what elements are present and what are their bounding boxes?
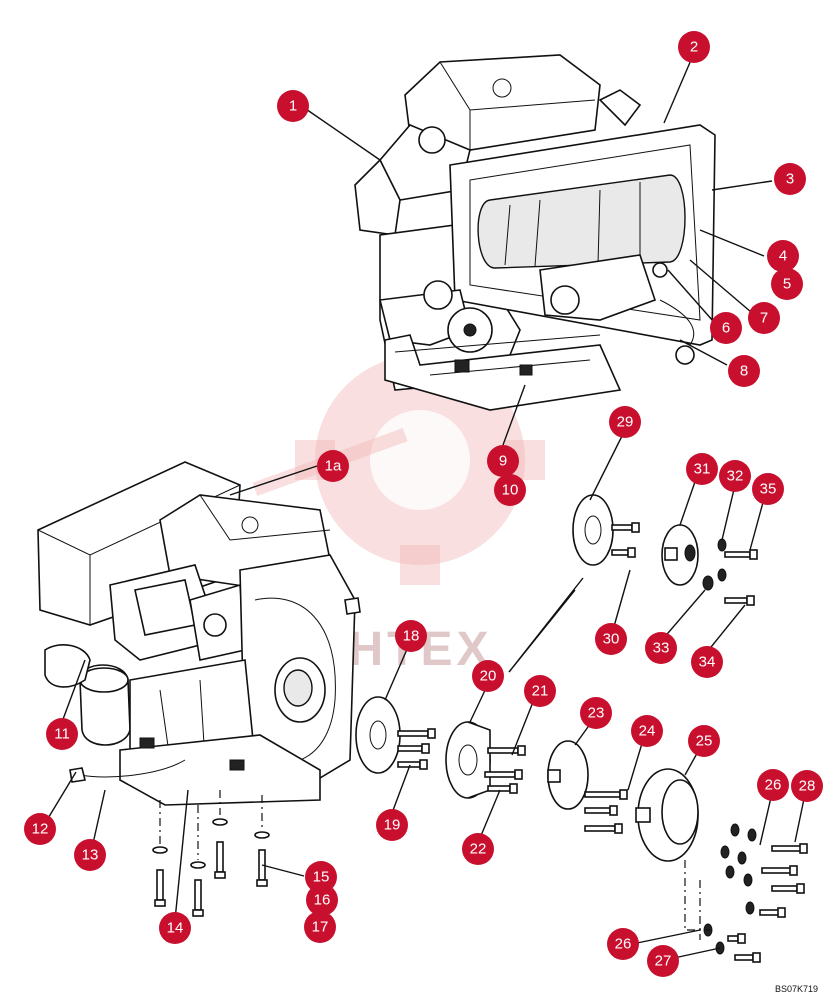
callout-33: 33 xyxy=(645,632,677,664)
callout-26-bottom: 26 xyxy=(607,928,639,960)
callout-12: 12 xyxy=(24,813,56,845)
callout-19: 19 xyxy=(376,809,408,841)
svg-text:13: 13 xyxy=(82,847,99,864)
callout-2: 2 xyxy=(678,31,710,63)
leader-lines xyxy=(46,52,806,959)
svg-text:2: 2 xyxy=(690,39,698,56)
svg-text:32: 32 xyxy=(727,468,744,485)
callout-14: 14 xyxy=(159,912,191,944)
svg-text:8: 8 xyxy=(740,363,748,380)
callout-3: 3 xyxy=(774,163,806,195)
callout-28: 28 xyxy=(791,770,823,802)
callout-22: 22 xyxy=(462,833,494,865)
lower-mounting-bolts xyxy=(152,790,270,917)
callout-1: 1 xyxy=(277,90,309,122)
svg-text:14: 14 xyxy=(167,920,184,937)
callout-34: 34 xyxy=(691,646,723,678)
svg-text:11: 11 xyxy=(54,726,70,743)
callout-18: 18 xyxy=(395,620,427,652)
svg-text:21: 21 xyxy=(532,683,549,700)
callout-30: 30 xyxy=(595,623,627,655)
callout-13: 13 xyxy=(74,839,106,871)
callout-31: 31 xyxy=(686,453,718,485)
svg-text:28: 28 xyxy=(799,778,816,795)
svg-text:24: 24 xyxy=(639,723,656,740)
callout-32: 32 xyxy=(719,460,751,492)
callout-6: 6 xyxy=(710,312,742,344)
svg-text:6: 6 xyxy=(722,320,730,337)
callout-21: 21 xyxy=(524,675,556,707)
svg-text:4: 4 xyxy=(779,248,787,265)
drawing-id-label: BS07K719 xyxy=(774,984,818,994)
svg-text:34: 34 xyxy=(699,654,716,671)
callout-26-right: 26 xyxy=(757,769,789,801)
svg-text:1: 1 xyxy=(289,98,297,115)
callout-16: 16 xyxy=(306,884,338,916)
callout-4: 4 xyxy=(767,240,799,272)
callout-9: 9 xyxy=(487,445,519,477)
svg-text:27: 27 xyxy=(655,953,672,970)
callout-29: 29 xyxy=(609,406,641,438)
callout-8: 8 xyxy=(728,355,760,387)
svg-text:17: 17 xyxy=(312,919,329,936)
upper-engine-assembly xyxy=(354,54,716,411)
svg-text:1a: 1a xyxy=(325,458,342,475)
callout-10: 10 xyxy=(494,474,526,506)
svg-text:7: 7 xyxy=(760,310,768,327)
svg-text:26: 26 xyxy=(615,936,632,953)
callout-1a: 1a xyxy=(317,450,349,482)
svg-text:35: 35 xyxy=(760,481,777,498)
svg-text:23: 23 xyxy=(588,705,605,722)
svg-text:30: 30 xyxy=(603,631,620,648)
callout-5: 5 xyxy=(771,268,803,300)
callout-17: 17 xyxy=(304,911,336,943)
lower-engine-assembly xyxy=(37,461,361,806)
callout-20: 20 xyxy=(472,660,504,692)
svg-text:5: 5 xyxy=(783,276,791,293)
svg-text:15: 15 xyxy=(313,869,330,886)
svg-text:25: 25 xyxy=(696,733,713,750)
callout-15: 15 xyxy=(305,861,337,893)
svg-text:26: 26 xyxy=(765,777,782,794)
svg-text:22: 22 xyxy=(470,841,487,858)
callout-7: 7 xyxy=(748,302,780,334)
callout-25: 25 xyxy=(688,725,720,757)
svg-text:33: 33 xyxy=(653,640,670,657)
coupling-bolts xyxy=(397,522,808,963)
svg-text:9: 9 xyxy=(499,453,507,470)
svg-text:19: 19 xyxy=(384,817,401,834)
svg-text:31: 31 xyxy=(694,461,711,478)
callout-11: 11 xyxy=(46,718,78,750)
svg-text:10: 10 xyxy=(502,482,519,499)
svg-text:12: 12 xyxy=(32,821,49,838)
callout-24: 24 xyxy=(631,715,663,747)
callout-35: 35 xyxy=(752,473,784,505)
svg-text:18: 18 xyxy=(403,628,420,645)
svg-text:20: 20 xyxy=(480,668,497,685)
callout-27: 27 xyxy=(647,945,679,977)
svg-text:29: 29 xyxy=(617,414,634,431)
coupling-parts xyxy=(355,494,699,862)
svg-text:16: 16 xyxy=(314,892,331,909)
callout-23: 23 xyxy=(580,697,612,729)
svg-text:3: 3 xyxy=(786,171,794,188)
callout-labels: 1 2 3 4 5 6 7 8 9 10 1a 11 12 13 14 15 1… xyxy=(24,31,823,977)
